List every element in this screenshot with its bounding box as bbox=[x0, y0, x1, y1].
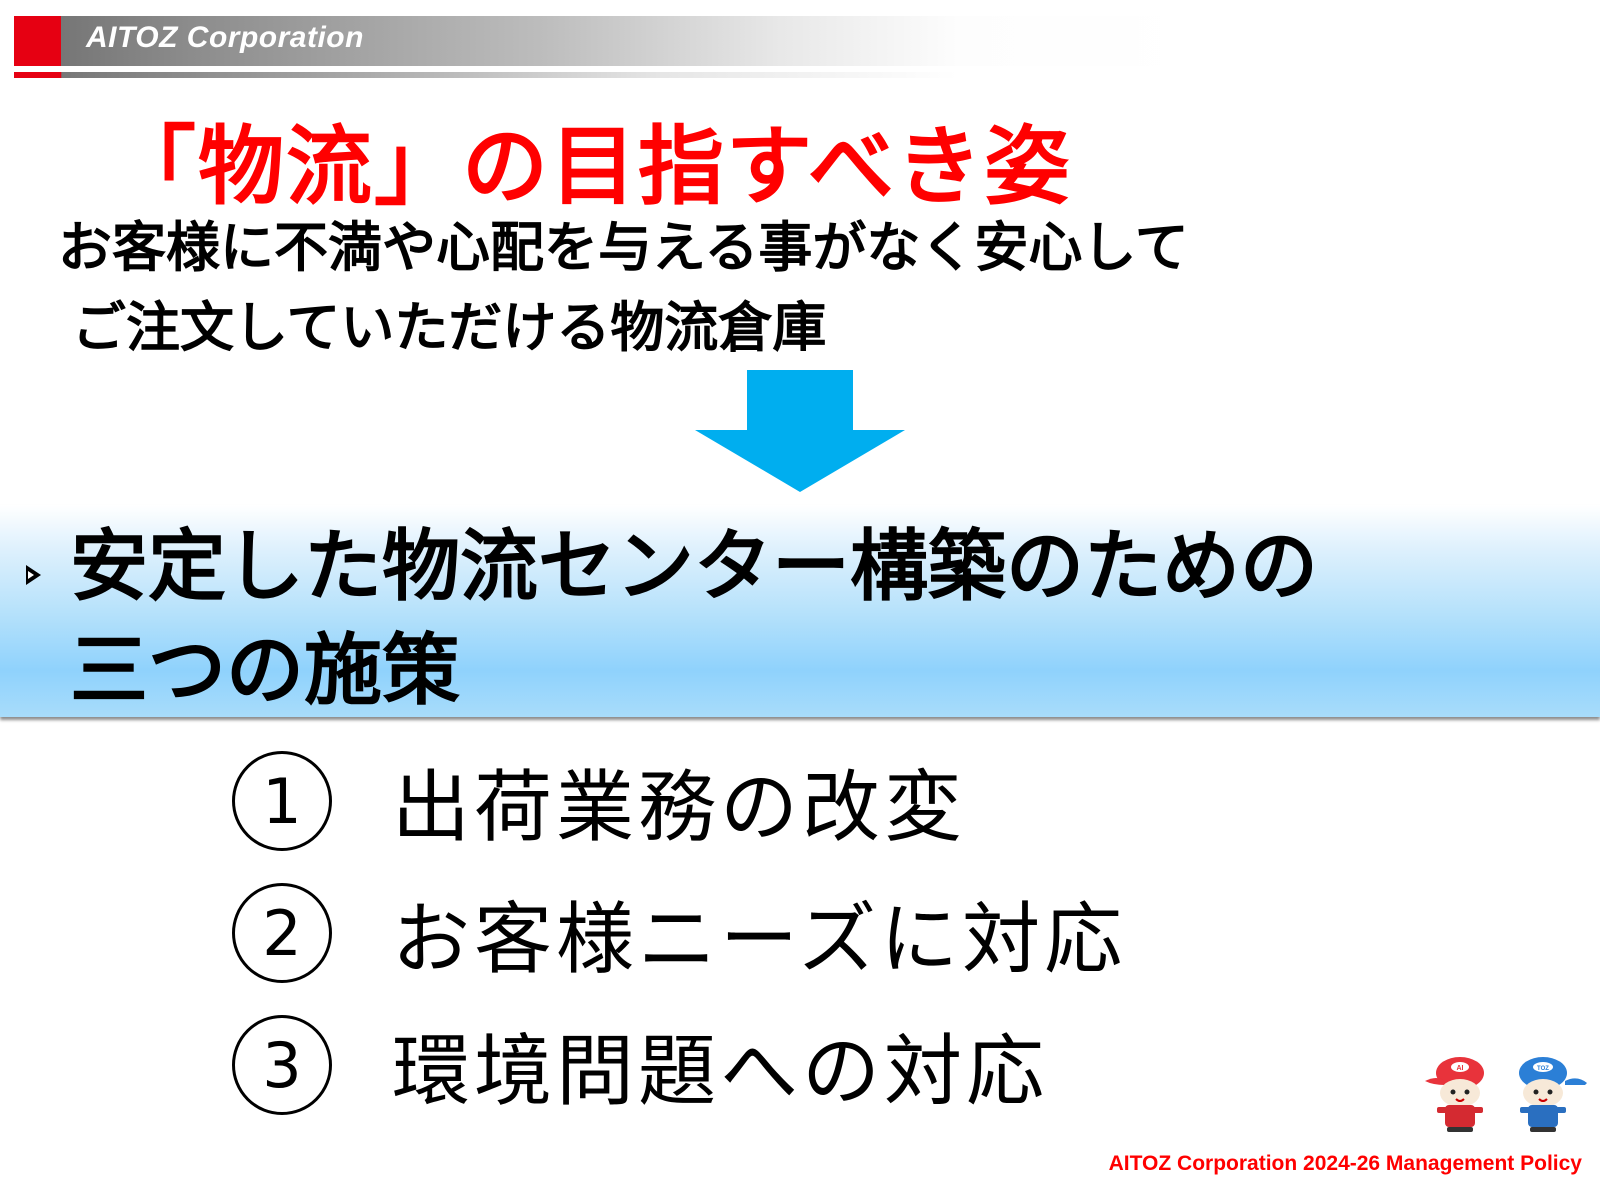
red-mascot-icon: AI bbox=[1425, 1057, 1484, 1132]
list-item: 3 環境問題への対応 bbox=[232, 999, 1126, 1131]
measures-heading: 安定した物流センター構築のための 三つの施策 bbox=[70, 515, 1318, 723]
vision-line-2: ご注文していただける物流倉庫 bbox=[72, 296, 827, 359]
down-arrow-icon bbox=[695, 370, 905, 492]
blue-mascot-icon: TOZ bbox=[1519, 1057, 1587, 1132]
circled-number: 2 bbox=[232, 883, 332, 983]
measure-label: 環境問題への対応 bbox=[392, 1027, 1049, 1117]
footer-caption: AITOZ Corporation 2024-26 Management Pol… bbox=[1108, 1152, 1582, 1175]
measures-heading-band: 安定した物流センター構築のための 三つの施策 bbox=[0, 505, 1600, 717]
list-item: 1 出荷業務の改変 bbox=[232, 735, 1126, 867]
measure-label: 出荷業務の改変 bbox=[392, 763, 967, 853]
vision-line-1: お客様に不満や心配を与える事がなく安心して bbox=[58, 216, 1189, 279]
company-logo-text: AITOZ Corporation bbox=[86, 21, 364, 54]
svg-text:TOZ: TOZ bbox=[1537, 1066, 1549, 1072]
svg-text:AI: AI bbox=[1457, 1065, 1464, 1072]
measure-label: お客様ニーズに対応 bbox=[392, 895, 1127, 985]
header-underline bbox=[14, 72, 1194, 78]
mascot-characters-icon: AI TOZ bbox=[1425, 1057, 1587, 1132]
header-red-block bbox=[14, 16, 61, 66]
page-title: 「物流」の目指すべき姿 bbox=[110, 117, 1072, 217]
header-banner: AITOZ Corporation bbox=[14, 16, 1194, 66]
circled-number: 1 bbox=[232, 751, 332, 851]
measures-heading-line-1: 安定した物流センター構築のための bbox=[70, 522, 1319, 612]
measures-list: 1 出荷業務の改変 2 お客様ニーズに対応 3 環境問題への対応 bbox=[232, 735, 1126, 1131]
triangle-bullet-icon bbox=[26, 565, 41, 585]
vision-statement: お客様に不満や心配を与える事がなく安心して ご注文していただける物流倉庫 bbox=[58, 208, 1189, 368]
circled-number: 3 bbox=[232, 1015, 332, 1115]
list-item: 2 お客様ニーズに対応 bbox=[232, 867, 1126, 999]
measures-heading-line-2: 三つの施策 bbox=[70, 626, 461, 716]
